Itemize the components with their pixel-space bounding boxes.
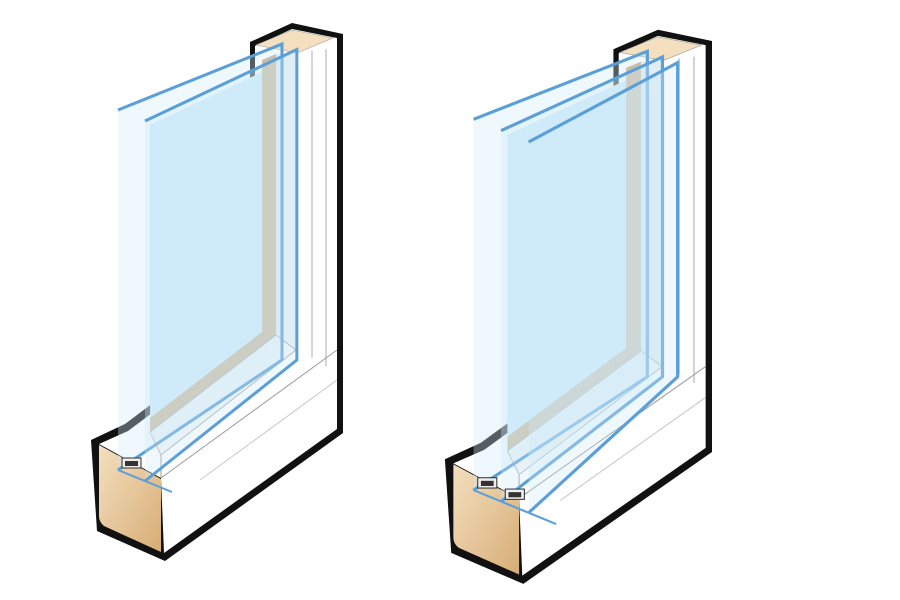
glass-pane — [500, 54, 665, 503]
interior-glass — [507, 80, 627, 437]
spacer-desiccant — [480, 480, 494, 486]
spacer-desiccant — [508, 492, 522, 498]
glass-pane — [527, 60, 680, 514]
glass-pane — [117, 41, 284, 472]
bottom-reveal — [150, 322, 276, 432]
side-reveal — [262, 54, 276, 332]
glass-pane-bottom — [473, 489, 502, 503]
glass-pane-bottom — [528, 511, 557, 526]
glass-pane — [144, 47, 299, 483]
bottom-reveal — [507, 337, 641, 451]
sill-end-grain — [453, 464, 520, 575]
glass-pane-bottom — [117, 469, 146, 482]
glass-pane-bottom — [144, 480, 173, 493]
sill-trim-line — [160, 349, 338, 479]
glass-pane-bottom — [500, 500, 530, 514]
spacer-desiccant — [125, 461, 138, 466]
double-pane-window — [91, 23, 343, 561]
side-reveal — [626, 61, 641, 348]
glass-pane — [472, 49, 649, 492]
sill-trim-line — [518, 366, 706, 499]
sill-trim-line-2 — [199, 379, 338, 481]
sill-trim-line-2 — [560, 396, 706, 501]
triple-pane-window — [444, 29, 712, 584]
interior-glass — [150, 72, 262, 418]
sill-end-grain — [99, 445, 161, 552]
